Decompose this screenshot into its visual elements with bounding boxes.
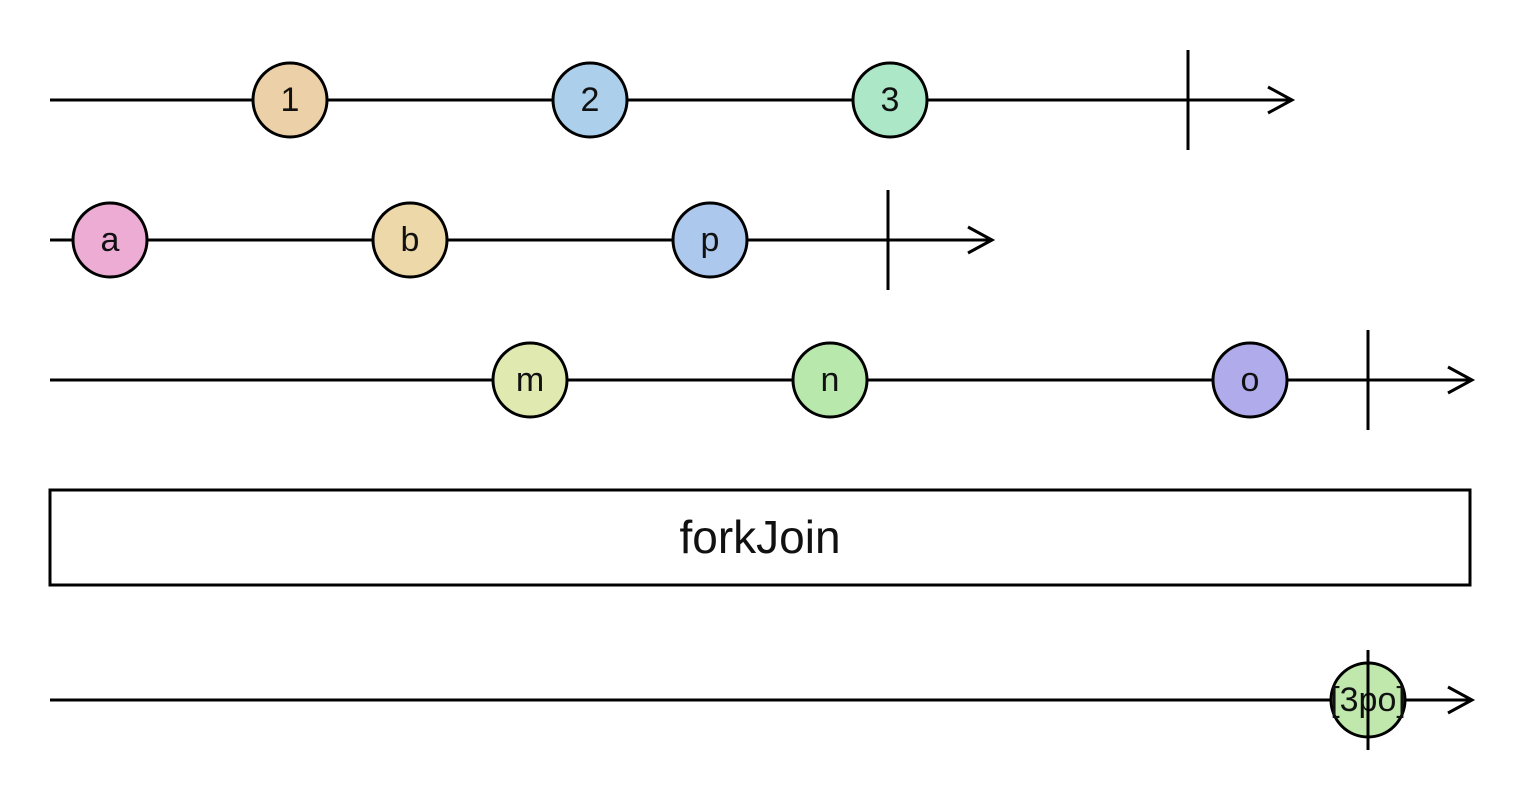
operator-label: forkJoin [679,511,840,563]
timeline-arrowhead [1447,685,1476,715]
marble-label: a [101,221,120,259]
marble-label: 3 [881,81,900,119]
marble: n [791,341,869,419]
marble-circle [251,61,329,139]
marble-circle [551,61,629,139]
input-timeline-1: 1 2 3 [50,50,1296,150]
marble-circle [851,61,929,139]
marble-circle [71,201,149,279]
marble-circle [371,201,449,279]
marble: 1 [251,61,329,139]
operator-box: forkJoin [48,488,1472,587]
operator-box-frame [48,488,1472,587]
marble-label: p [701,221,720,259]
marble: o [1211,341,1289,419]
marble: 2 [551,61,629,139]
marble-circle [1211,341,1289,419]
timeline-arrowhead [1267,85,1296,115]
marble-label: n [821,361,840,399]
marble-label: m [516,361,544,399]
timeline-arrowhead [1447,365,1476,395]
marble: m [491,341,569,419]
marble-circle [491,341,569,419]
marble: a [71,201,149,279]
marble-label: o [1241,361,1260,399]
marble-circle [671,201,749,279]
marble-label: b [401,221,420,259]
marble-label: 1 [281,81,300,119]
marble-label: 2 [581,81,600,119]
marble: 3 [851,61,929,139]
input-timeline-3: m n o [50,330,1476,430]
marble: b [371,201,449,279]
marble: p [671,201,749,279]
input-timeline-2: a b p [50,190,996,290]
output-timeline: [3po] [50,650,1476,750]
timeline-arrowhead [967,225,996,255]
marble-circle [791,341,869,419]
